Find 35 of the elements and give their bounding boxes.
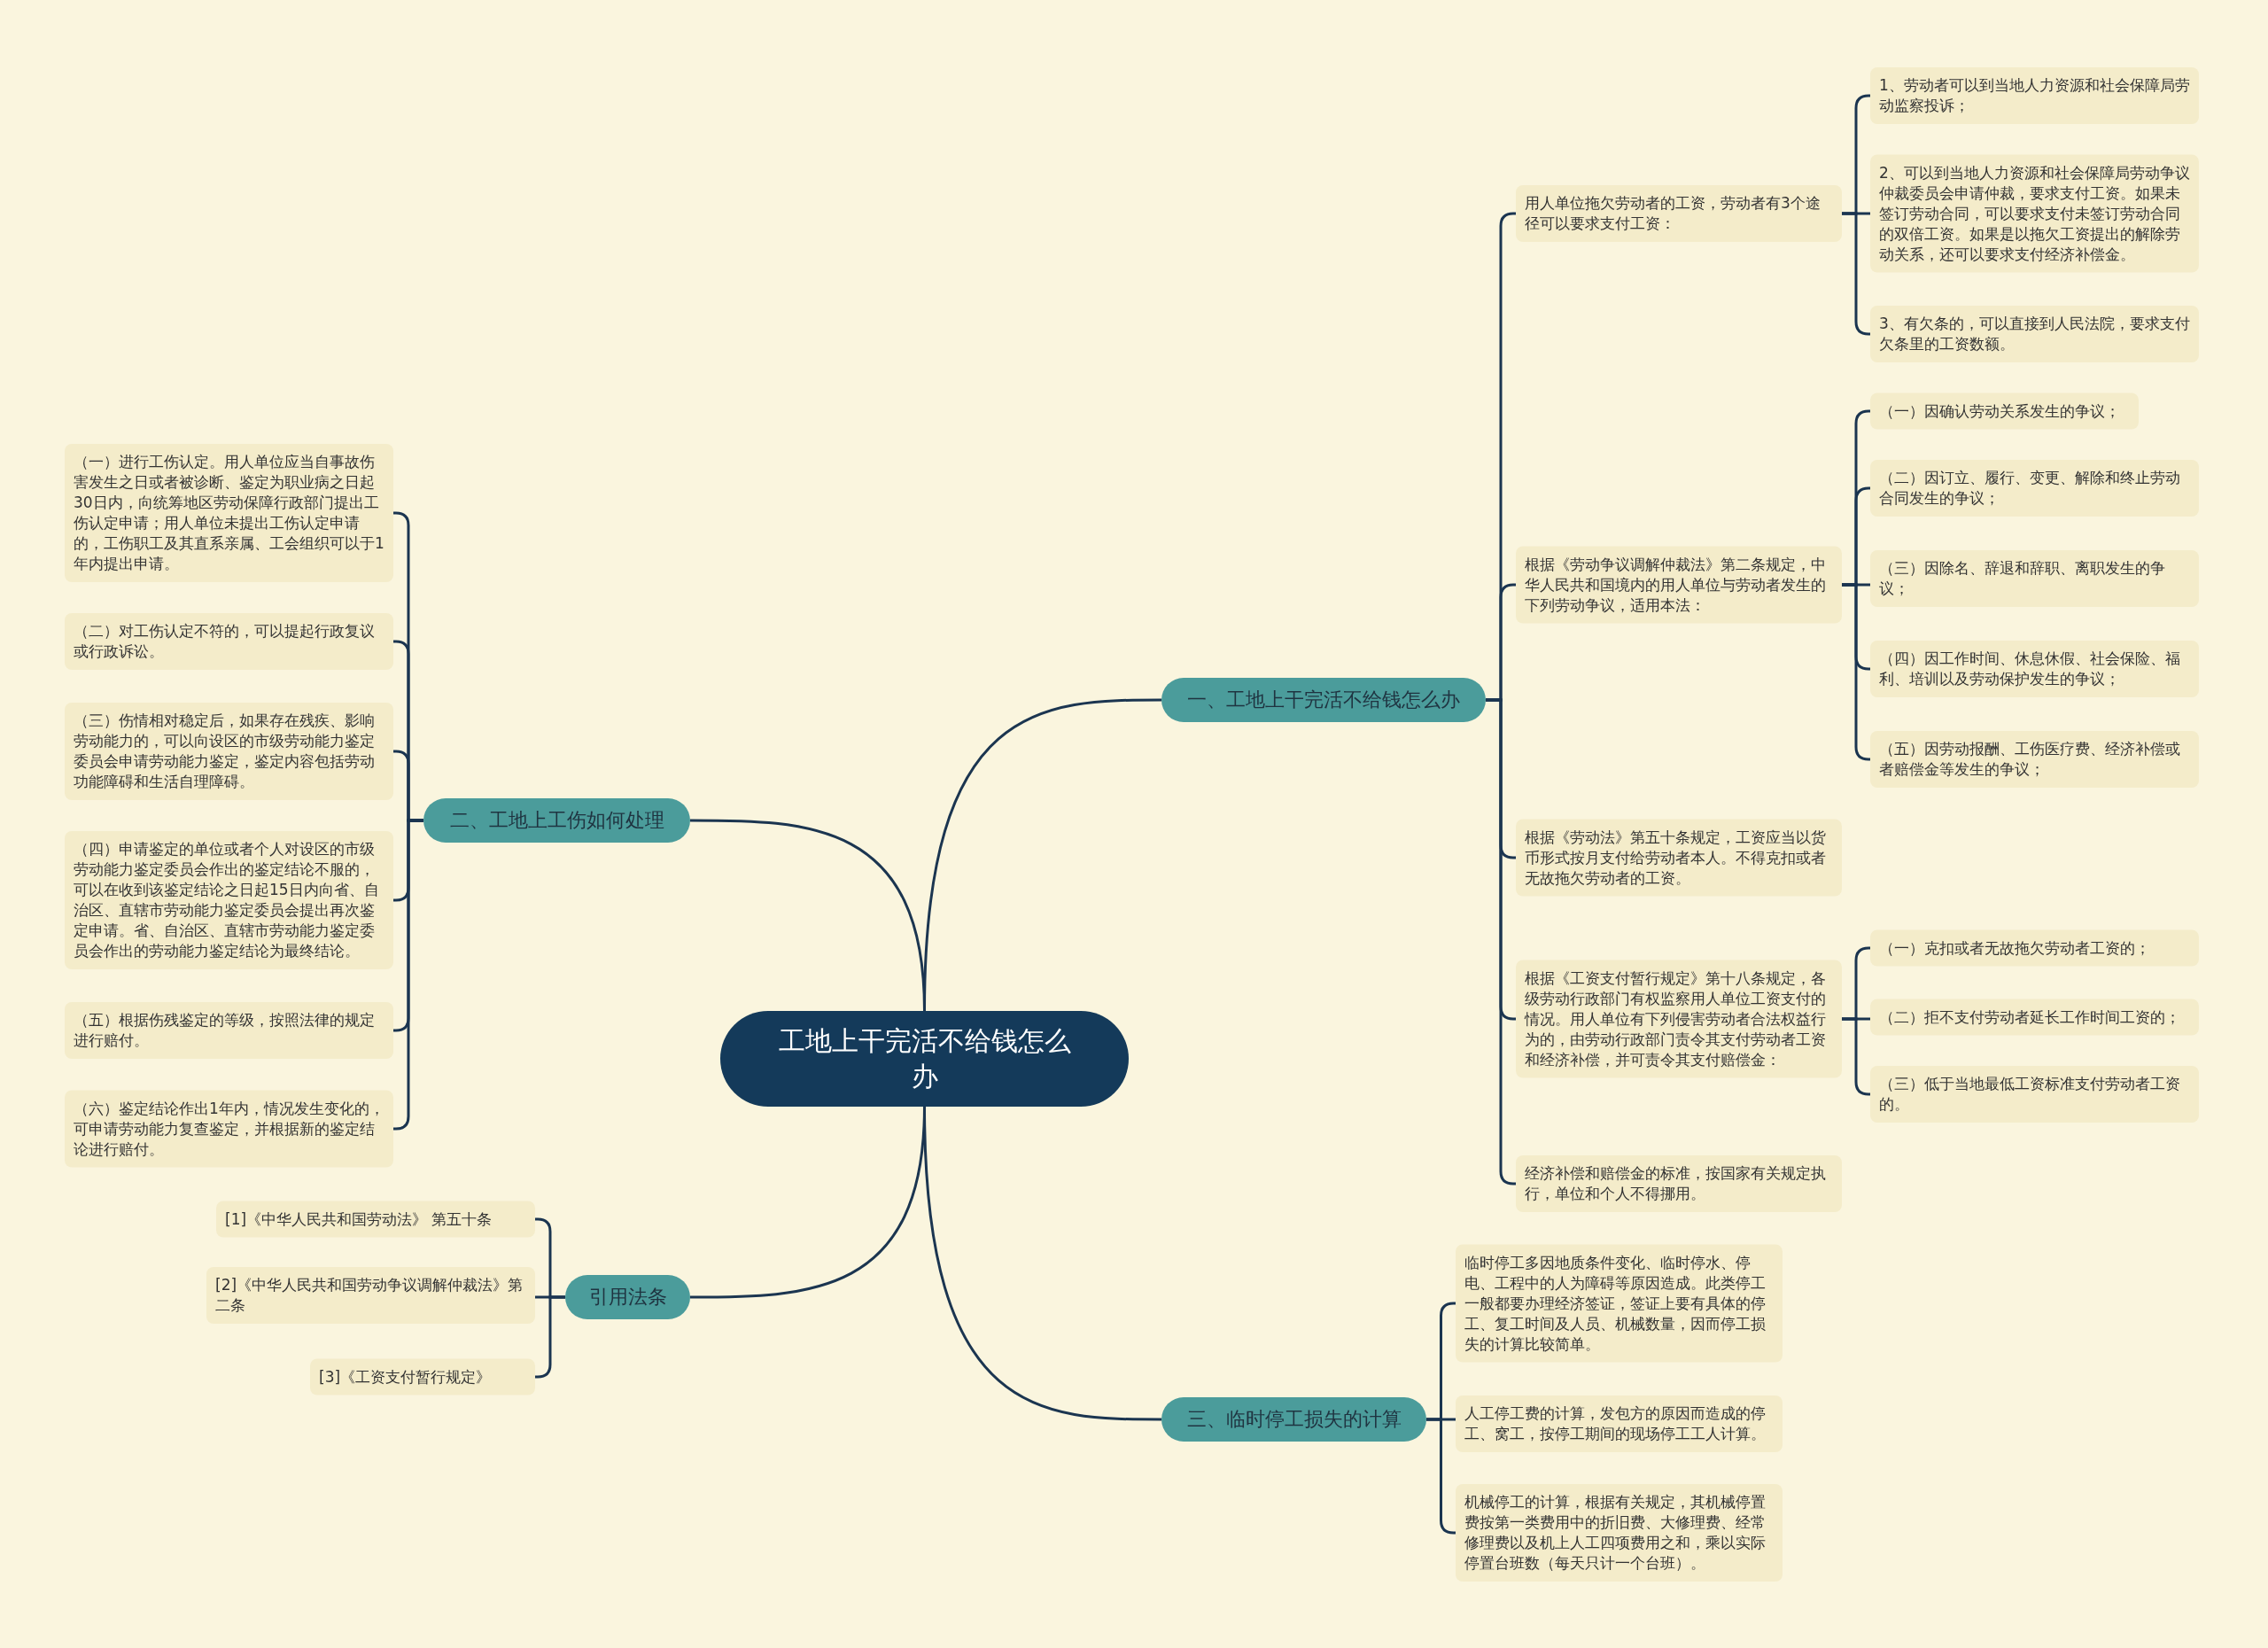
note-box: 根据《工资支付暂行规定》第十八条规定，各级劳动行政部门有权监察用人单位工资支付的情况。用人单位有下列侵害劳动者合法权益行为的，由劳动行政部门责令其支付劳动者工资和经济补偿，并可责令其支付赔偿金： — [1516, 960, 1842, 1078]
connector-line — [690, 819, 926, 1012]
note-box: （一）进行工伤认定。用人单位应当自事故伤害发生之日或者被诊断、鉴定为职业病之日起30日内，向统筹地区劳动保障行政部门提出工伤认定申请；用人单位未提出工伤认定申请的，工伤职工及其直系亲属、工会组织可以于1年内提出申请。 — [65, 444, 393, 582]
topic-box: 三、临时停工损失的计算 — [1161, 1397, 1426, 1442]
note-box: [2]《中华人民共和国劳动争议调解仲裁法》第二条 — [206, 1267, 535, 1324]
note-box: （三）伤情相对稳定后，如果存在残疾、影响劳动能力的，可以向设区的市级劳动能力鉴定委员会申请劳动能力鉴定，鉴定内容包括劳动功能障碍和生活自理障碍。 — [65, 703, 393, 800]
note-box: （三）低于当地最低工资标准支付劳动者工资的。 — [1870, 1066, 2199, 1123]
central-topic: 工地上干完活不给钱怎么办 — [720, 1011, 1129, 1107]
note-box: （六）鉴定结论作出1年内，情况发生变化的，可申请劳动能力复查鉴定，并根据新的鉴定结论进行赔付。 — [65, 1090, 393, 1168]
note-box: [3]《工资支付暂行规定》 — [310, 1358, 535, 1395]
note-box: （五）根据伤残鉴定的等级，按照法律的规定进行赔付。 — [65, 1002, 393, 1059]
topic-box: 二、工地上工伤如何处理 — [423, 798, 690, 843]
note-box: （三）因除名、辞退和辞职、离职发生的争议； — [1870, 550, 2199, 607]
note-box: （四）因工作时间、休息休假、社会保险、福利、培训以及劳动保护发生的争议； — [1870, 641, 2199, 697]
note-box: （二）拒不支付劳动者延长工作时间工资的； — [1870, 999, 2199, 1036]
note-box: 经济补偿和赔偿金的标准，按国家有关规定执行，单位和个人不得挪用。 — [1516, 1155, 1842, 1212]
note-box: （二）对工伤认定不符的，可以提起行政复议或行政诉讼。 — [65, 613, 393, 670]
note-box: （一）克扣或者无故拖欠劳动者工资的； — [1870, 929, 2199, 967]
note-box: （一）因确认劳动关系发生的争议； — [1870, 393, 2139, 430]
note-box: 用人单位拖欠劳动者的工资，劳动者有3个途径可以要求支付工资： — [1516, 185, 1842, 242]
note-box: 机械停工的计算，根据有关规定，其机械停置费按第一类费用中的折旧费、大修理费、经常修理费以及机上人工四项费用之和，乘以实际停置台班数（每天只计一个台班）。 — [1456, 1484, 1783, 1582]
note-box: 2、可以到当地人力资源和社会保障局劳动争议仲裁委员会申请仲裁，要求支付工资。如果未签订劳动合同，可以要求支付未签订劳动合同的双倍工资。如果是以拖欠工资提出的解除劳动关系，还可以要求支付经济补偿金。 — [1870, 154, 2199, 273]
note-box: [1]《中华人民共和国劳动法》 第五十条 — [216, 1201, 535, 1238]
note-box: （二）因订立、履行、变更、解除和终止劳动合同发生的争议； — [1870, 460, 2199, 517]
note-box: 1、劳动者可以到当地人力资源和社会保障局劳动监察投诉； — [1870, 67, 2199, 124]
note-box: 根据《劳动法》第五十条规定，工资应当以货币形式按月支付给劳动者本人。不得克扣或者无故拖欠劳动者的工资。 — [1516, 819, 1842, 897]
note-box: （四）申请鉴定的单位或者个人对设区的市级劳动能力鉴定委员会作出的鉴定结论不服的，可以在收到该鉴定结论之日起15日内向省、自治区、直辖市劳动能力鉴定委员会提出再次鉴定申请。省、自治区、直辖市劳动能力鉴定委员会作出的劳动能力鉴定结论为最终结论。 — [65, 831, 393, 969]
note-box: 3、有欠条的，可以直接到人民法院，要求支付欠条里的工资数额。 — [1870, 306, 2199, 362]
topic-box: 一、工地上干完活不给钱怎么办 — [1161, 678, 1486, 722]
note-box: （五）因劳动报酬、工伤医疗费、经济补偿或者赔偿金等发生的争议； — [1870, 731, 2199, 788]
connector-line — [923, 1106, 1161, 1421]
topic-box: 引用法条 — [565, 1275, 690, 1319]
note-box: 人工停工费的计算，发包方的原因而造成的停工、窝工，按停工期间的现场停工工人计算。 — [1456, 1395, 1783, 1452]
note-box: 临时停工多因地质条件变化、临时停水、停电、工程中的人为障碍等原因造成。此类停工一般都要办理经济签证，签证上要有具体的停工、复工时间及人员、机械数量，因而停工损失的计算比较简单。 — [1456, 1244, 1783, 1363]
note-box: 根据《劳动争议调解仲裁法》第二条规定，中华人民共和国境内的用人单位与劳动者发生的下列劳动争议，适用本法： — [1516, 546, 1842, 624]
